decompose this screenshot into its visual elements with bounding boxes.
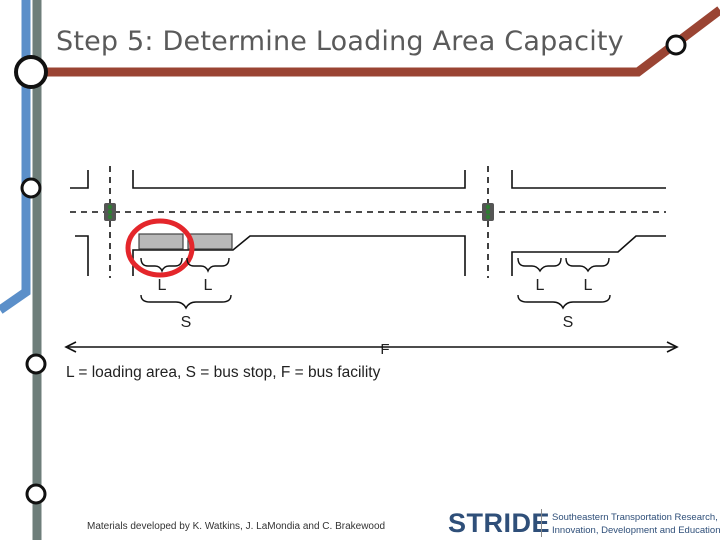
- station-circle-large: [14, 55, 48, 89]
- bus-stop-brace: [140, 294, 232, 310]
- arrow-left-icon: [64, 341, 77, 353]
- brown-route-line: [32, 6, 720, 77]
- loading-area-brace: [565, 257, 610, 273]
- station-circle: [25, 353, 47, 375]
- curb-line: [75, 235, 89, 276]
- tagline-line-1: Southeastern Transportation Research,: [552, 512, 718, 523]
- station-circle: [25, 483, 47, 505]
- blue-route-line: [0, 0, 31, 314]
- bus-icon: [187, 233, 233, 250]
- curb-line-with-bay: [511, 235, 666, 276]
- arrow-right-icon: [666, 341, 679, 353]
- curb-line-with-bay: [132, 235, 466, 276]
- curb-line: [511, 170, 666, 189]
- stride-logo: STRIDE: [448, 508, 551, 538]
- loading-area-label: L: [536, 277, 545, 294]
- slide-title: Step 5: Determine Loading Area Capacity: [56, 26, 624, 57]
- logo-divider: [541, 509, 542, 537]
- traffic-signal-icon: [104, 203, 116, 221]
- loading-area-brace: [186, 257, 230, 273]
- bus-icon: [138, 233, 184, 250]
- bus-stop-label: S: [563, 314, 574, 331]
- loading-area-label: L: [204, 277, 213, 294]
- highlight-circle: [125, 218, 195, 278]
- footer-credit: Materials developed by K. Watkins, J. La…: [87, 521, 386, 532]
- tagline-line-2: Innovation, Development and Education Ce…: [552, 525, 720, 536]
- loading-area-label: L: [584, 277, 593, 294]
- station-circle-top-right: [665, 34, 687, 56]
- curb-line: [132, 170, 466, 189]
- bus-stop-label: S: [181, 314, 192, 331]
- bus-facility-label: F: [380, 341, 389, 358]
- loading-area-brace: [140, 257, 183, 273]
- stride-tagline: Southeastern Transportation Research, In…: [552, 511, 720, 537]
- traffic-signal-icon: [482, 203, 494, 221]
- curb-line: [70, 170, 89, 189]
- station-circle: [20, 177, 42, 199]
- diagram-legend: L = loading area, S = bus stop, F = bus …: [66, 364, 381, 381]
- bus-stop-brace: [517, 294, 611, 310]
- loading-area-label: L: [158, 277, 167, 294]
- loading-area-brace: [517, 257, 562, 273]
